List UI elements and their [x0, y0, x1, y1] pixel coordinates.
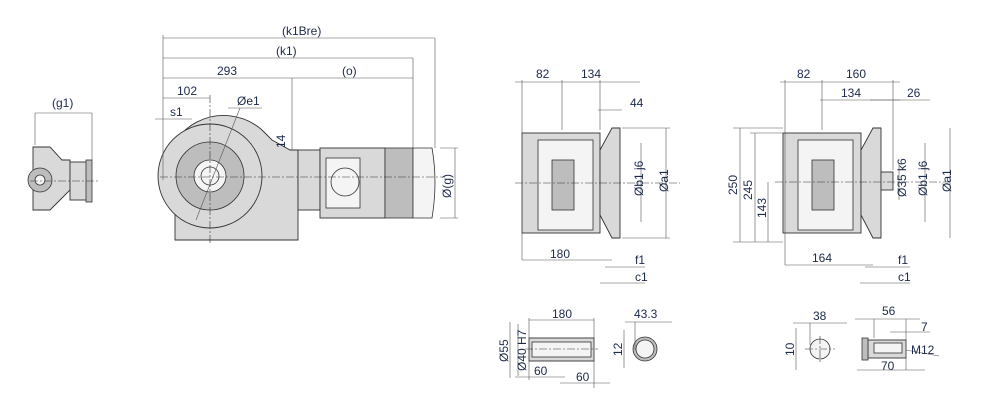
dim-7: 7	[921, 320, 928, 334]
side-view: (g1)	[27, 96, 98, 211]
dim-55: Ø55	[497, 339, 511, 362]
dim-k1: (k1)	[276, 44, 297, 58]
dim-b1: Øb1 j6	[916, 160, 930, 196]
dim-180: 180	[552, 307, 572, 321]
dim-60b: 60	[576, 370, 590, 384]
dim-35: Ø35 k6	[895, 158, 909, 197]
dim-26: 26	[907, 86, 921, 100]
front-view: (k1Bre) (k1) 293 (o) 102 s1 Øe1 14 Ø(g)	[155, 24, 458, 245]
flange-view-b: 82 160 134 26 250 245 143 Ø35 k6 Øb1 j6 …	[726, 67, 954, 284]
hollow-shaft-detail: 180 Ø55 Ø40 H7 60 60 43.3 12	[497, 307, 672, 388]
dim-38: 38	[813, 309, 827, 323]
dim-g1: (g1)	[52, 96, 73, 110]
dim-b1: Øb1 j6	[632, 160, 646, 196]
dim-g: Ø(g)	[440, 174, 454, 198]
dim-102: 102	[177, 84, 197, 98]
dim-245: 245	[741, 180, 755, 200]
dim-164: 164	[812, 251, 832, 265]
dim-82: 82	[536, 67, 550, 81]
flange-view-a: 82 134 44 Øb1 j6 Øa1 180 f1 c1	[515, 67, 680, 284]
dim-m12: M12	[911, 343, 935, 357]
dim-160: 160	[846, 67, 866, 81]
dim-293: 293	[217, 64, 237, 78]
dim-143: 143	[755, 198, 769, 218]
dim-180: 180	[550, 247, 570, 261]
dim-14: 14	[274, 134, 288, 148]
dim-f1: f1	[898, 253, 908, 267]
dim-c1: c1	[635, 270, 648, 284]
dim-250: 250	[726, 175, 740, 195]
dim-f1: f1	[635, 253, 645, 267]
solid-shaft-detail: 38 10 56 7 M12 70	[783, 304, 940, 373]
dim-134: 134	[841, 86, 861, 100]
dim-a1: Øa1	[940, 169, 954, 192]
dim-70: 70	[881, 359, 895, 373]
dim-82: 82	[797, 67, 811, 81]
dim-56: 56	[882, 304, 896, 318]
dim-12: 12	[611, 342, 625, 356]
dim-40: Ø40 H7	[515, 329, 529, 371]
dim-e1: Øe1	[237, 94, 260, 108]
dim-s1: s1	[170, 105, 183, 119]
dim-a1: Øa1	[657, 169, 671, 192]
dim-k1bre: (k1Bre)	[282, 24, 321, 38]
dim-134: 134	[581, 67, 601, 81]
dim-10: 10	[783, 342, 797, 356]
dim-44: 44	[630, 96, 644, 110]
dim-o: (o)	[342, 64, 357, 78]
dim-43-3: 43.3	[634, 307, 658, 321]
dim-c1: c1	[898, 270, 911, 284]
dim-60a: 60	[534, 364, 548, 378]
